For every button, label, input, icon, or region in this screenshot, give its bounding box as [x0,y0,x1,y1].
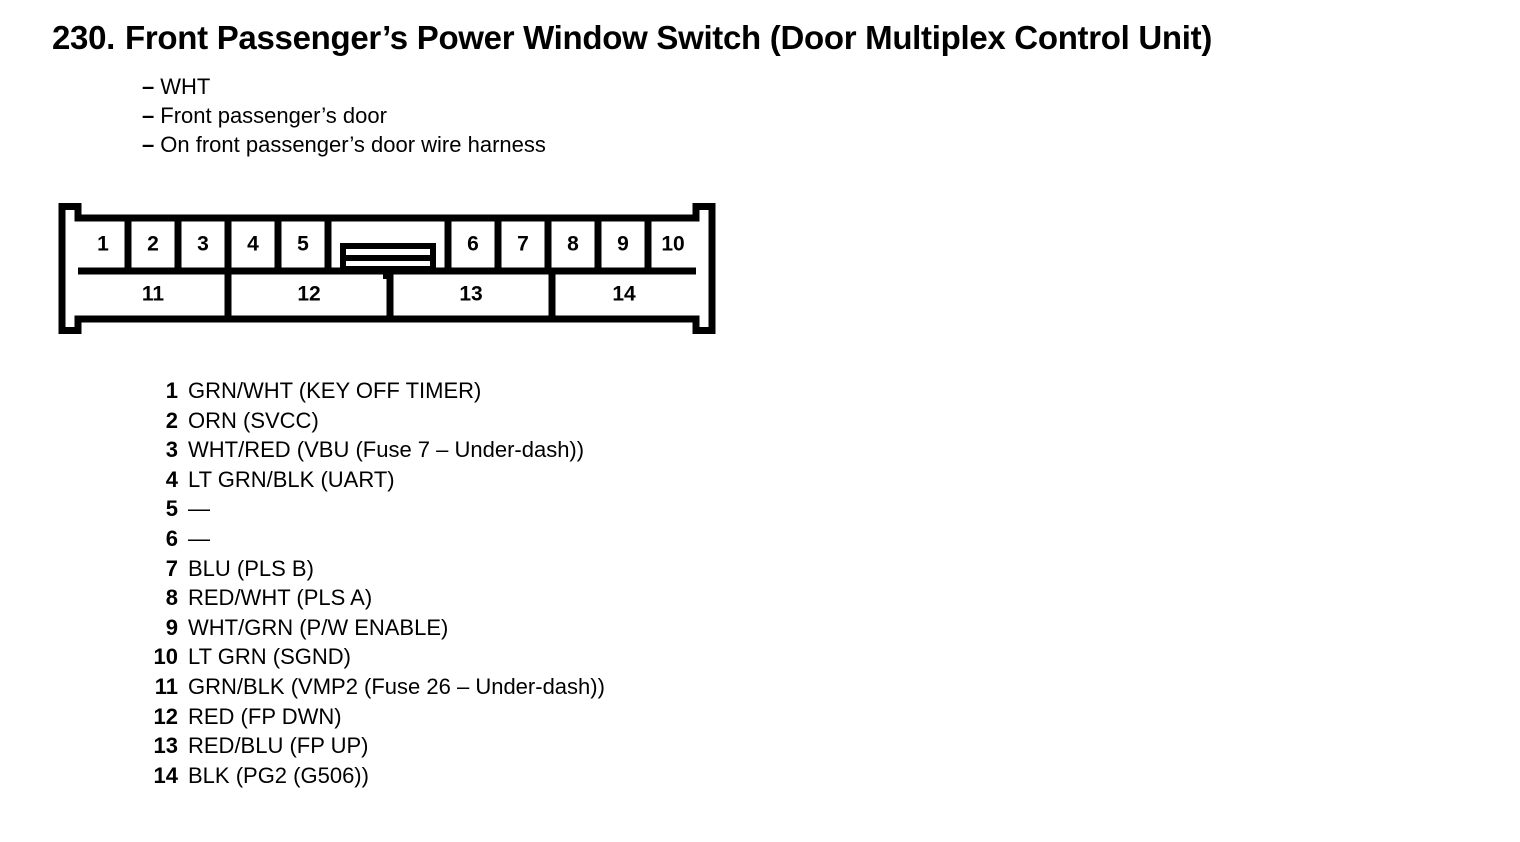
pin-list-item: 11 GRN/BLK (VMP2 (Fuse 26 – Under-dash)) [146,674,605,704]
pin-list-item: 2 ORN (SVCC) [146,408,605,438]
pin-list-item: 3 WHT/RED (VBU (Fuse 7 – Under-dash)) [146,437,605,467]
connector-bottom-row-labels: 11 12 13 14 [142,283,636,306]
pin-description: RED/BLU (FP UP) [188,733,369,759]
connector-pin-label: 13 [459,283,482,306]
pin-list-item: 7 BLU (PLS B) [146,556,605,586]
pin-number: 10 [153,644,178,670]
subtitle-line: –Front passenger’s door [142,101,546,130]
pin-number: 8 [165,585,178,611]
pin-description: WHT/GRN (P/W ENABLE) [188,614,449,640]
pin-list-item: 8 RED/WHT (PLS A) [146,585,605,615]
subtitle-list: –WHT –Front passenger’s door –On front p… [142,72,546,159]
pin-list-item: 5 — [146,496,605,526]
connector-pin-label: 9 [617,233,629,256]
pin-number: 2 [165,407,178,433]
pin-description: RED (FP DWN) [188,703,342,729]
pin-description: GRN/WHT (KEY OFF TIMER) [188,378,482,403]
pin-number: 7 [165,555,178,581]
pin-list-item: 14 BLK (PG2 (G506)) [146,763,605,793]
connector-diagram: 1 2 3 4 5 6 7 8 9 10 11 12 13 14 [58,203,716,334]
pin-description: ORN (SVCC) [188,407,319,433]
dash-marker: – [142,74,155,99]
subtitle-line: –On front passenger’s door wire harness [142,130,546,159]
latch-tab-icon [340,243,436,272]
pin-list-item: 1 GRN/WHT (KEY OFF TIMER) [146,378,605,408]
connector-pin-label: 1 [97,233,109,256]
subtitle-text: WHT [160,74,211,99]
connector-pin-label: 10 [661,233,684,256]
pin-number: 4 [165,466,178,492]
connector-pin-label: 11 [142,283,165,306]
connector-pin-label: 3 [197,233,209,256]
connector-pin-label: 2 [147,233,159,256]
pin-number: 1 [165,378,178,403]
pin-number: 13 [153,733,178,759]
dash-marker: – [142,132,155,157]
pin-description: RED/WHT (PLS A) [188,585,373,611]
pin-number: 11 [154,673,178,699]
pin-description: LT GRN (SGND) [188,644,351,670]
pin-description: — [188,525,210,551]
connector-pin-label: 5 [297,233,309,256]
connector-bottom-row [224,274,556,316]
pin-list-item: 6 — [146,526,605,556]
pin-number: 14 [153,762,178,788]
pin-number: 6 [165,525,178,551]
dash-marker: – [142,103,155,128]
pin-number: 5 [165,496,178,522]
pin-description: LT GRN/BLK (UART) [188,466,395,492]
connector-pin-label: 4 [247,233,259,256]
connector-pin-label: 14 [612,283,636,306]
pin-list-item: 13 RED/BLU (FP UP) [146,733,605,763]
connector-pin-label: 7 [517,233,529,256]
pin-number: 3 [165,437,178,463]
pin-list-item: 10 LT GRN (SGND) [146,644,605,674]
subtitle-text: On front passenger’s door wire harness [160,132,546,157]
connector-pin-label: 6 [467,233,479,256]
pin-description: BLK (PG2 (G506)) [188,762,369,788]
pin-description: — [188,496,210,522]
connector-top-row-labels: 1 2 3 4 5 6 7 8 9 10 [97,233,685,256]
pin-list-item: 12 RED (FP DWN) [146,704,605,734]
connector-pin-label: 12 [297,283,320,306]
page-title: 230.Front Passenger’s Power Window Switc… [52,19,1213,56]
connector-pin-label: 8 [567,233,579,256]
pin-description: BLU (PLS B) [188,555,314,581]
pin-list-item: 9 WHT/GRN (P/W ENABLE) [146,615,605,645]
page-title-text: Front Passenger’s Power Window Switch (D… [125,19,1213,56]
pin-list-item: 4 LT GRN/BLK (UART) [146,467,605,497]
subtitle-line: –WHT [142,72,546,101]
pin-number: 12 [153,703,178,729]
pin-description: WHT/RED (VBU (Fuse 7 – Under-dash)) [188,437,585,463]
pin-number: 9 [165,614,178,640]
subtitle-text: Front passenger’s door [160,103,387,128]
page-title-number: 230. [52,19,116,56]
pin-description: GRN/BLK (VMP2 (Fuse 26 – Under-dash)) [188,673,605,699]
pin-list: 1 GRN/WHT (KEY OFF TIMER) 2 ORN (SVCC) 3… [146,378,605,792]
